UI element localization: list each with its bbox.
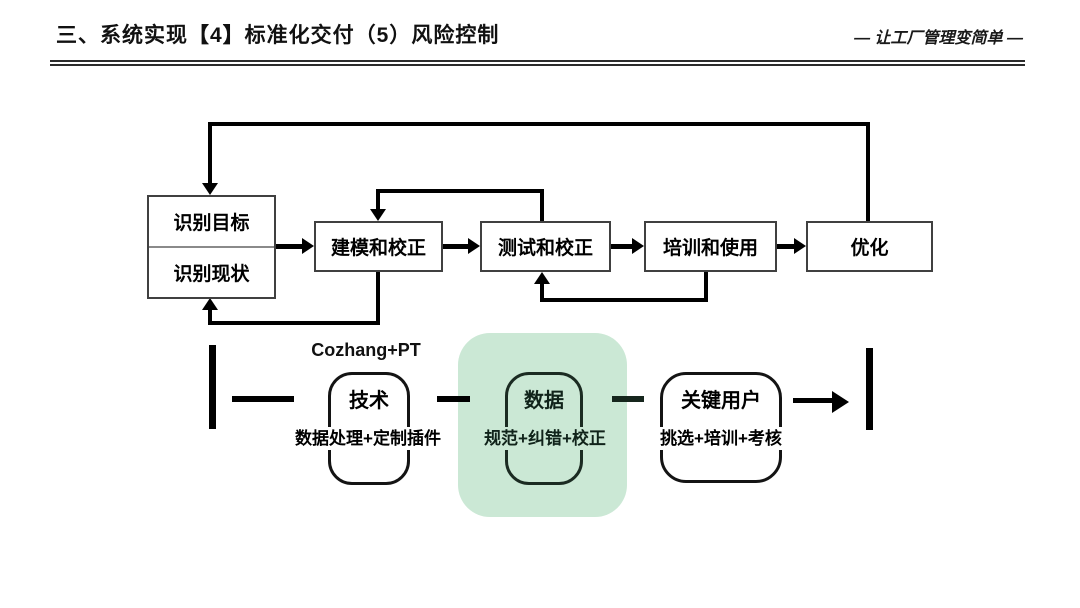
loop-optimize-to-start-horizontal <box>208 122 870 126</box>
arrow-modeling-to-testing-head <box>468 238 480 254</box>
arrow-testing-to-training-line <box>611 244 632 249</box>
timeline-arrow-line <box>793 398 832 403</box>
pillar-users-detail: 挑选+培训+考核 <box>645 427 797 450</box>
flow-box-training: 培训和使用 <box>644 221 777 272</box>
timeline-dash-1 <box>232 396 294 402</box>
arrow-start-to-modeling-head <box>302 238 314 254</box>
timeline-arrow-head <box>832 391 849 413</box>
pillar-data-detail: 规范+纠错+校正 <box>467 427 623 450</box>
pillar-users-title: 关键用户 <box>681 390 761 412</box>
loop-optimize-to-start-vertical-left <box>208 122 212 183</box>
arrow-testing-to-training-head <box>632 238 644 254</box>
loop-modeling-to-start-head <box>202 298 218 310</box>
header-divider <box>50 60 1025 66</box>
loop-testing-to-modeling-vertical-right <box>540 189 544 221</box>
loop-optimize-to-start-head <box>202 183 218 195</box>
timeline-dash-2 <box>437 396 470 402</box>
flow-box-modeling: 建模和校正 <box>314 221 443 272</box>
header-slogan: — 让工厂管理变简单 — <box>854 30 1023 47</box>
timeline-end-bar <box>866 348 873 430</box>
loop-modeling-to-start-horizontal <box>208 321 380 325</box>
loop-training-to-testing-horizontal <box>540 298 708 302</box>
loop-testing-to-modeling-vertical-left <box>376 189 380 209</box>
flow-box-optimize: 优化 <box>806 221 933 272</box>
arrow-training-to-optimize-head <box>794 238 806 254</box>
flow-box-testing: 测试和校正 <box>480 221 611 272</box>
loop-training-to-testing-vertical-right <box>704 272 708 302</box>
page-title: 三、系统实现【4】标准化交付（5）风险控制 <box>56 24 500 47</box>
data-highlight-block <box>458 333 627 517</box>
arrow-modeling-to-testing-line <box>443 244 468 249</box>
loop-modeling-to-start-vertical-left <box>208 309 212 325</box>
tech-annotation: Cozhang+PT <box>311 340 421 360</box>
pillar-tech-title: 技术 <box>349 390 389 412</box>
loop-modeling-to-start-vertical-right <box>376 272 380 325</box>
pillar-tech-detail: 数据处理+定制插件 <box>288 427 448 450</box>
arrow-start-to-modeling-line <box>276 244 302 249</box>
flow-cell-identify-goal: 识别目标 <box>149 197 274 248</box>
loop-testing-to-modeling-horizontal <box>376 189 544 193</box>
timeline-dash-3 <box>612 396 644 402</box>
loop-training-to-testing-head <box>534 272 550 284</box>
flow-box-start: 识别目标 识别现状 <box>147 195 276 299</box>
arrow-training-to-optimize-line <box>777 244 794 249</box>
flow-cell-identify-status: 识别现状 <box>173 264 250 285</box>
loop-optimize-to-start-vertical-right <box>866 122 870 222</box>
pillar-data-title: 数据 <box>524 390 564 412</box>
timeline-start-bar <box>209 345 216 429</box>
loop-testing-to-modeling-head <box>370 209 386 221</box>
loop-training-to-testing-vertical-left <box>540 283 544 302</box>
